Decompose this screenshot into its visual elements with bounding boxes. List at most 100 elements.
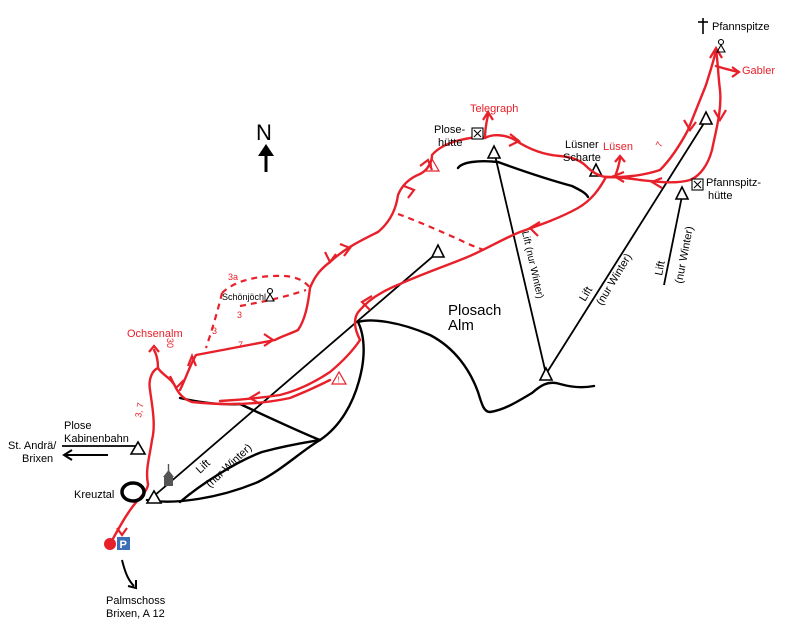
trail-route-7-east (604, 48, 718, 179)
label-luesen: Lüsen (603, 141, 633, 153)
arrow-start (116, 527, 128, 537)
trail-dashed-middle (397, 212, 485, 252)
off-map-arrows (62, 449, 137, 590)
trail-number-3a: 3a (228, 272, 238, 282)
road-to-lift (178, 438, 322, 504)
arrow-down-right-icon (127, 580, 137, 590)
lift-station-kabinen (129, 440, 147, 455)
parking-icon (117, 537, 130, 550)
road-main (145, 319, 596, 503)
arrow-descent (528, 221, 541, 237)
viewpoint-icon-schoenjoechl (265, 287, 275, 302)
viewpoint-icon (716, 38, 726, 53)
trail-number-7-mid: 7 (238, 340, 243, 350)
label-luesner-1: Lüsner (565, 139, 599, 151)
trail-luesen-spur (614, 155, 622, 176)
lift-station-kreuztal (145, 489, 163, 504)
trail-route-7 (178, 135, 487, 392)
trail-kreuztal-ochsenalm (145, 366, 160, 486)
hut-icon-pfannspitz (691, 178, 704, 191)
label-plosach-2: Alm (448, 317, 474, 334)
label-kreuztal: Kreuztal (74, 489, 114, 501)
arrow-middle-down (247, 391, 261, 405)
lift-line-kreuztal (153, 251, 439, 497)
arrow-luesen (614, 154, 626, 163)
arrow-route7-e (419, 158, 434, 171)
arrow-east-loop-1 (713, 109, 727, 123)
kreuztal-circle-icon (120, 481, 146, 503)
arrow-route7-b (324, 251, 337, 265)
arrow-east-loop-3 (611, 170, 625, 183)
svg-text:!: ! (338, 376, 340, 385)
north-arrow: N (256, 120, 274, 172)
lift-station-top-east (698, 110, 714, 125)
trail-number-7-top: 7 (654, 140, 665, 149)
trail-telegraph-spur (483, 113, 490, 140)
lift-label-d: Lift (653, 260, 668, 277)
lift-line-plosach (493, 150, 547, 375)
parking-letter: P (120, 539, 127, 551)
lift-station-plose (486, 144, 502, 159)
label-pfannspitze: Pfannspitze (712, 21, 769, 33)
lift-station-bottom (538, 366, 554, 381)
trail-east-loop (604, 48, 722, 184)
label-pfannspitzhuette-2: hütte (708, 190, 732, 202)
lift-line-east (545, 119, 707, 375)
lift-line-pfannspitz (663, 195, 683, 286)
arrow-ridge (508, 133, 522, 147)
north-arrow-icon (258, 144, 274, 156)
labels: Pfannspitze Gabler Telegraph Plose- hütt… (8, 21, 775, 620)
label-palmschoss-1: Palmschoss (106, 595, 166, 607)
arrow-pfannspitze (709, 45, 723, 59)
label-kabine-2: Kabinenbahn (64, 433, 129, 445)
arrow-gabler (731, 66, 741, 78)
lift-station-pfannspitz (674, 185, 690, 200)
arrow-route7-a (263, 333, 275, 347)
svg-text:!: ! (431, 163, 433, 172)
arrow-east-loop-2 (649, 176, 663, 189)
arrow-telegraph (482, 109, 494, 121)
label-schoenjoechl: Schönjöchl (222, 292, 266, 302)
trail-number-3-right: 3 (237, 310, 242, 320)
lift-station-upper (430, 243, 446, 258)
arrow-loop-2 (186, 353, 198, 367)
label-gabler: Gabler (742, 65, 775, 77)
label-kabine-1: Plose (64, 420, 92, 432)
label-telegraph: Telegraph (470, 103, 518, 115)
arrow-route7-c (339, 242, 352, 257)
summit-cross-icon (698, 18, 708, 34)
north-letter: N (256, 120, 272, 145)
label-plosehuette-2: hütte (438, 137, 462, 149)
lift-label-d2: (nur Winter) (673, 225, 696, 284)
arrow-route7-d (403, 184, 416, 199)
label-plosehuette-1: Plose- (434, 124, 466, 136)
label-standrae-1: St. Andrä/ (8, 440, 57, 452)
trail-number-37: 3, 7 (133, 402, 145, 419)
label-standrae-2: Brixen (22, 453, 53, 465)
lift-label-b: Lift (nur Winter) (519, 230, 545, 300)
lift-label-c2: (nur Winter) (594, 252, 634, 308)
label-ochsenalm: Ochsenalm (127, 328, 183, 340)
trail-ridge-telegraph (483, 134, 608, 179)
trail-dashed-3a (221, 274, 311, 294)
hut-icon-plose (471, 127, 484, 140)
label-palmschoss-2: Brixen, A 12 (106, 608, 165, 620)
chapel-icon (163, 464, 174, 486)
trail-dashed-3-left (204, 292, 224, 349)
trail-number-3-left: 3 (212, 326, 217, 336)
arrow-ochsenalm (148, 344, 160, 353)
arrow-descent-west (360, 295, 373, 311)
label-luesner-2: Scharte (563, 152, 601, 164)
warning-icon-1: ! (423, 157, 441, 172)
arrow-left-icon (62, 449, 73, 461)
warning-icon-2: ! (330, 370, 348, 385)
trail-descent-west (353, 175, 608, 342)
lifts (62, 110, 714, 504)
trail-number-30: 30 (165, 338, 175, 348)
trail-numbers: 7 3a 3 3 7 30 3, 7 (133, 140, 665, 418)
label-plosach-1: Plosach (448, 302, 501, 319)
start-point-icon (104, 538, 116, 550)
icons: P ! ! (104, 18, 726, 551)
trail-ochsenalm-spur (152, 348, 160, 370)
